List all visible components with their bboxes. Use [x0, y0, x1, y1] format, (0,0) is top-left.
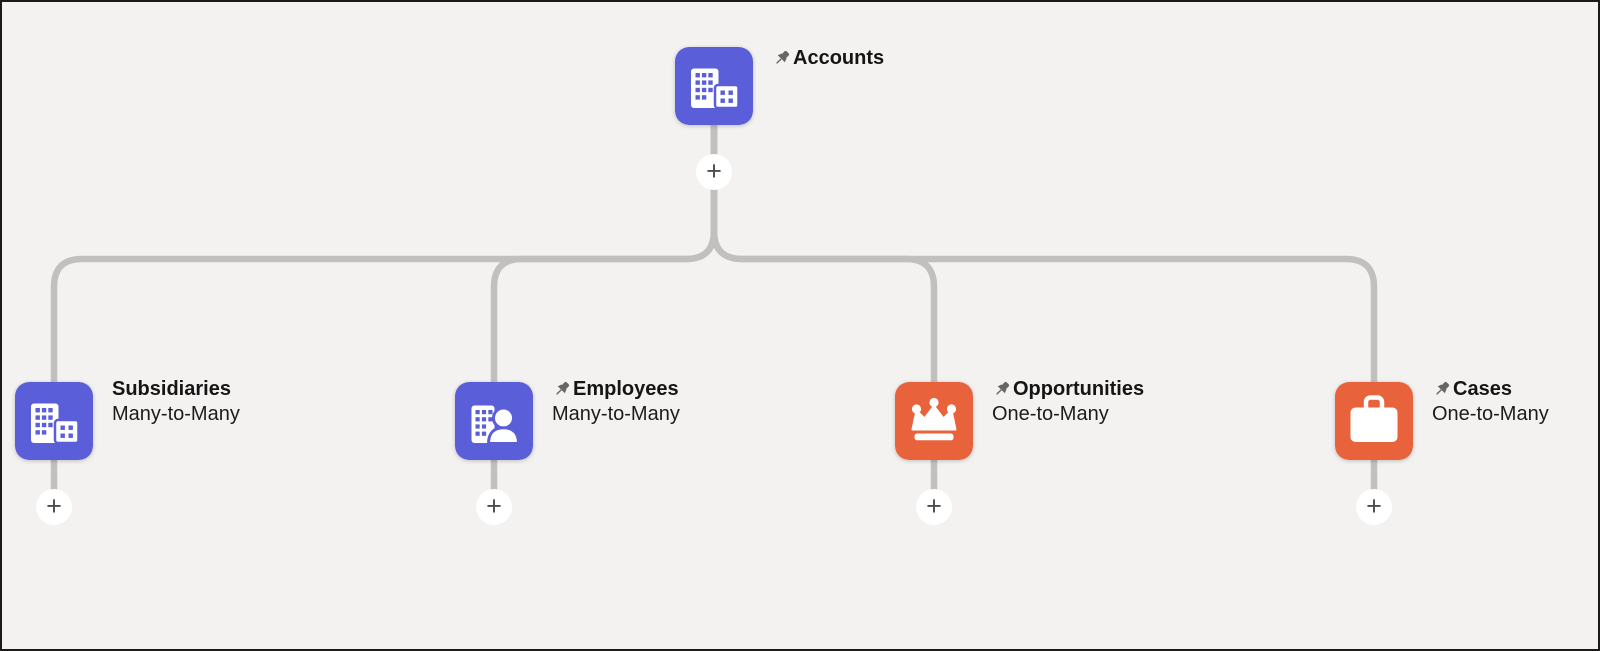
add-relationship-button-employees[interactable]: + [476, 489, 512, 525]
pushpin-icon [996, 381, 1010, 395]
node-title: Subsidiaries [112, 378, 231, 400]
node-employees[interactable]: Employees Many-to-Many [455, 378, 680, 460]
plus-icon: + [926, 491, 942, 521]
plus-icon: + [1366, 491, 1382, 521]
building-icon [15, 382, 93, 460]
relationship-type-label: One-to-Many [992, 403, 1109, 425]
connector-accounts-subsidiaries [50, 125, 718, 382]
connector-accounts-opportunities [710, 125, 938, 382]
node-title: Employees [573, 378, 679, 400]
connector-accounts-employees [490, 125, 718, 382]
node-cases[interactable]: Cases One-to-Many [1335, 378, 1549, 460]
connector-accounts-cases [710, 125, 1378, 382]
plus-icon: + [486, 491, 502, 521]
relationship-type-label: Many-to-Many [552, 403, 680, 425]
pushpin-icon [1436, 381, 1450, 395]
node-opportunities[interactable]: Opportunities One-to-Many [895, 378, 1144, 460]
briefcase-icon [1335, 382, 1413, 460]
add-relationship-button-cases[interactable]: + [1356, 489, 1392, 525]
pushpin-icon [556, 381, 570, 395]
building-person-icon [455, 382, 533, 460]
building-icon [675, 47, 753, 125]
pushpin-icon [776, 50, 790, 64]
plus-icon: + [706, 156, 722, 186]
node-title: Opportunities [1013, 378, 1145, 400]
node-accounts[interactable]: Accounts [675, 47, 884, 125]
node-subsidiaries[interactable]: Subsidiaries Many-to-Many [15, 378, 240, 460]
add-relationship-button-accounts[interactable]: + [696, 154, 732, 190]
add-relationship-button-opportunities[interactable]: + [916, 489, 952, 525]
relationship-type-label: Many-to-Many [112, 403, 240, 425]
relationship-type-label: One-to-Many [1432, 403, 1549, 425]
node-title: Accounts [793, 47, 885, 69]
crown-icon [895, 382, 973, 460]
node-title: Cases [1453, 378, 1512, 400]
plus-icon: + [46, 491, 62, 521]
add-relationship-button-subsidiaries[interactable]: + [36, 489, 72, 525]
